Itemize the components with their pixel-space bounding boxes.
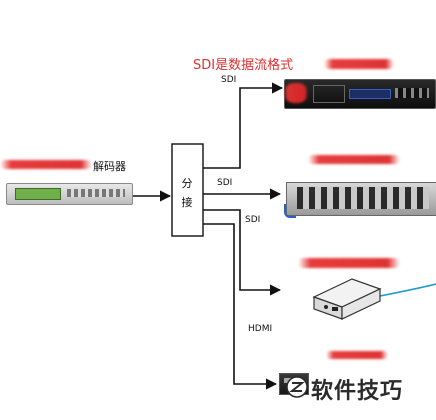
- decoder-label: 解码器: [93, 160, 126, 173]
- sdi-label-top: SDI: [221, 75, 237, 85]
- redacted-bottom-device-name: [326, 351, 388, 359]
- sdi-label-lower: SDI: [245, 215, 261, 225]
- splitter-label: 分 接: [181, 177, 193, 209]
- rack-device-top-display: [349, 89, 391, 99]
- decoder-lcd: [15, 188, 61, 200]
- branch-lower-arrow: [203, 209, 282, 296]
- media-box-shape: [312, 278, 382, 320]
- app-logo-icon: [286, 376, 308, 398]
- watermark-logo: [286, 376, 308, 398]
- rack-device-top-buttons: [395, 88, 429, 98]
- redacted-decoder-name: [0, 160, 92, 169]
- decoder-device: [6, 183, 133, 205]
- branch-bottom-arrow: [203, 223, 278, 390]
- sdi-label-middle: SDI: [217, 178, 233, 188]
- rack-device-middle-slots: [297, 187, 429, 209]
- redacted-middle-device-name: [308, 155, 400, 164]
- rack-device-middle: [286, 182, 436, 216]
- sdi-format-title: SDI是数据流格式: [193, 58, 294, 73]
- watermark-text: 软件技巧: [311, 379, 404, 404]
- hdmi-label: HDMI: [248, 324, 273, 334]
- redacted-top-device-name: [324, 59, 394, 69]
- branch-top-arrow: [203, 82, 284, 169]
- redacted-top-device-logo: [284, 83, 308, 103]
- redacted-lower-device-name: [298, 258, 400, 268]
- rack-device-middle-cable: [284, 204, 296, 218]
- rack-device-top-panel: [313, 85, 345, 103]
- splitter-box: [171, 143, 204, 237]
- media-box-device: [312, 277, 382, 321]
- blue-cable: [379, 283, 436, 297]
- decoder-buttons: [67, 189, 125, 197]
